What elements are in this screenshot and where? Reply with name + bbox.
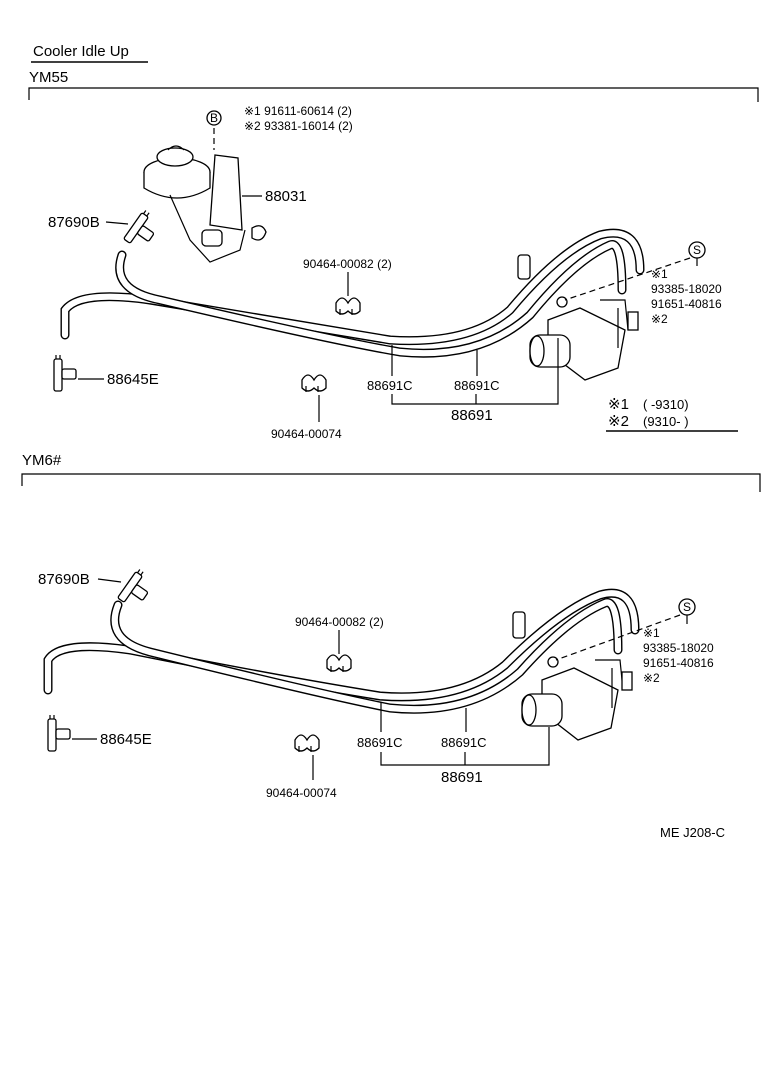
tee-88645e-icon bbox=[53, 354, 77, 392]
bolt-ref-label: B bbox=[210, 111, 218, 125]
clamp-b-label-2: 90464-00074 bbox=[266, 786, 337, 800]
diagram-title: Cooler Idle Up bbox=[33, 43, 129, 60]
legend-mark-2: ※2 bbox=[608, 413, 629, 430]
actuator-label: 88031 bbox=[265, 188, 307, 205]
tee-87690b-icon bbox=[122, 208, 163, 253]
screw-pn-1: 93385-18020 bbox=[651, 282, 722, 296]
hose-assy-label: 88691 bbox=[451, 407, 493, 424]
section-ym55-label: YM55 bbox=[29, 69, 68, 86]
legend-mark-1: ※1 bbox=[608, 396, 629, 413]
actuator-88031 bbox=[143, 128, 267, 263]
bolt-note-1: ※1 91611-60614 (2) bbox=[244, 104, 352, 118]
tee-87690b-icon-2 bbox=[116, 567, 157, 612]
screw-ref-label-2: S bbox=[683, 600, 691, 614]
clamp-b-icon bbox=[301, 374, 327, 393]
hose-bracket-icon-2 bbox=[512, 611, 526, 639]
vsv-unit-icon bbox=[529, 296, 639, 381]
screw-note-1: ※1 bbox=[651, 267, 668, 281]
hose-a-label-2: 88691C bbox=[357, 735, 403, 750]
hose-b-label-2: 88691C bbox=[441, 735, 487, 750]
clamp-a-icon-2 bbox=[326, 654, 352, 673]
hose-b-label: 88691C bbox=[454, 378, 500, 393]
screw-pn-1-2: 93385-18020 bbox=[643, 641, 714, 655]
screw-pn-2: 91651-40816 bbox=[651, 297, 722, 311]
hose-assembly-ym55 bbox=[60, 228, 645, 358]
screw-pn-2-2: 91651-40816 bbox=[643, 656, 714, 670]
clamp-a-label-2: 90464-00082 (2) bbox=[295, 615, 384, 629]
bolt-ref-circle bbox=[206, 110, 222, 126]
clamp-b-label: 90464-00074 bbox=[271, 427, 342, 441]
hose-assembly-ym6 bbox=[43, 588, 640, 714]
hose-bracket-icon bbox=[517, 254, 531, 280]
screw-note-2-2: ※2 bbox=[643, 671, 660, 685]
hose-assy-label-2: 88691 bbox=[441, 769, 483, 786]
section-ym6: YM6# 87690B 90464-00082 (2) S ※1 93385-1 bbox=[21, 452, 761, 800]
screw-note-1-2: ※1 bbox=[643, 626, 660, 640]
legend-range-1: ( -9310) bbox=[643, 397, 689, 412]
hose-a-label: 88691C bbox=[367, 378, 413, 393]
section-ym6-label: YM6# bbox=[22, 452, 62, 469]
tee-left-label-2: 88645E bbox=[100, 731, 152, 748]
clamp-a-label: 90464-00082 (2) bbox=[303, 257, 392, 271]
clamp-a-icon bbox=[335, 297, 361, 316]
tee-left-label: 88645E bbox=[107, 371, 159, 388]
vsv-unit-icon-2 bbox=[521, 656, 633, 741]
legend-range-2: (9310- ) bbox=[643, 414, 689, 429]
section-ym55-bracket bbox=[28, 87, 759, 102]
section-ym55: YM55 B ※1 91611-60614 (2) ※2 93381-16014… bbox=[28, 69, 759, 441]
screw-ref-label: S bbox=[693, 243, 701, 257]
section-ym6-bracket bbox=[21, 473, 761, 492]
clamp-b-icon-2 bbox=[294, 734, 320, 753]
screw-note-2: ※2 bbox=[651, 312, 668, 326]
footer-code: ME J208-C bbox=[660, 825, 725, 840]
tee-top-label-2: 87690B bbox=[38, 571, 90, 588]
bolt-note-2: ※2 93381-16014 (2) bbox=[244, 119, 353, 133]
tee-top-label: 87690B bbox=[48, 214, 100, 231]
tee-88645e-icon-2 bbox=[47, 714, 71, 752]
